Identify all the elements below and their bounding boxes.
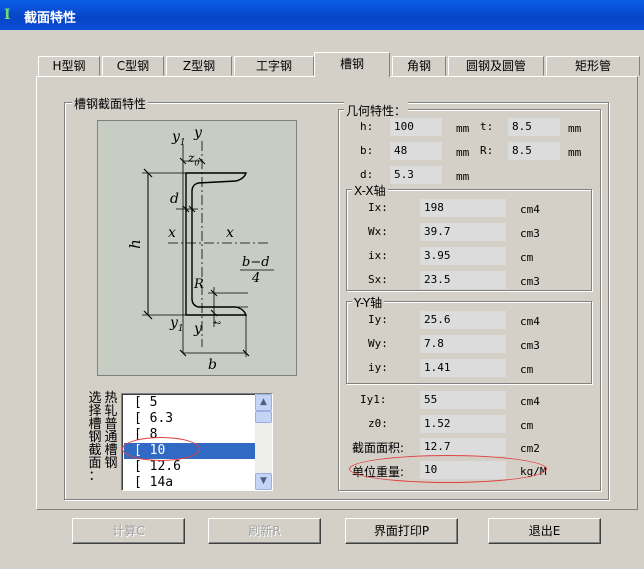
iy-radius-unit: cm — [520, 363, 534, 376]
geometry-groupbox — [338, 109, 601, 491]
iy-radius-label: iy: — [368, 361, 388, 374]
iy-label: Iy: — [368, 313, 388, 326]
app-icon: I — [4, 7, 11, 23]
y1-bottom-label: y1 — [170, 315, 184, 334]
iy1-label: Iy1: — [360, 393, 387, 406]
exit-button[interactable]: 退出E — [488, 518, 601, 544]
list-item[interactable]: [ 5 — [134, 395, 158, 410]
h-param-label: h: — [360, 120, 374, 133]
section-groupbox-title: 槽钢截面特性 — [72, 95, 149, 112]
yy-axis-groupbox — [346, 301, 592, 384]
tab-channel-steel[interactable]: 槽钢 — [314, 52, 390, 77]
b-label: b — [208, 357, 217, 373]
z0-value-field[interactable]: 1.52 — [420, 415, 506, 433]
iy-value-field[interactable]: 25.6 — [420, 311, 506, 329]
y1-top-label: y1 — [172, 129, 186, 148]
t-unit: mm — [568, 122, 582, 135]
wx-value-field[interactable]: 39.7 — [420, 223, 506, 241]
print-button[interactable]: 界面打印P — [345, 518, 458, 544]
tab-i-beam[interactable]: 工字钢 — [234, 56, 314, 76]
scroll-down-icon[interactable]: ▼ — [255, 473, 272, 490]
b-unit: mm — [456, 146, 470, 159]
calculate-button[interactable]: 计算C — [72, 518, 185, 544]
h-unit: mm — [456, 122, 470, 135]
b-value-field[interactable]: 48 — [390, 142, 442, 160]
channel-section-diagram: y1 y z0 d h x x b−d 4 R t y1 y b — [97, 120, 297, 376]
r-unit: mm — [568, 146, 582, 159]
list-item[interactable]: [ 14a — [134, 475, 174, 490]
sx-unit: cm3 — [520, 275, 540, 288]
sx-value-field[interactable]: 23.5 — [420, 271, 506, 289]
refresh-button[interactable]: 刷新R — [208, 518, 321, 544]
ix-radius-label: ix: — [368, 249, 388, 262]
ix-radius-unit: cm — [520, 251, 534, 264]
bd-numerator-label: b−d — [242, 255, 270, 270]
scroll-up-icon[interactable]: ▲ — [255, 394, 272, 411]
yy-axis-title: Y-Y轴 — [352, 294, 385, 311]
h-label: h — [125, 239, 144, 249]
z0-unit: cm — [520, 419, 534, 432]
b-param-label: b: — [360, 144, 374, 157]
geometry-title: 几何特性： — [344, 102, 409, 119]
t-label: t — [212, 320, 224, 325]
ix-label: Ix: — [368, 201, 388, 214]
d-label: d — [170, 191, 179, 207]
section-groupbox — [64, 102, 609, 500]
ix-unit: cm4 — [520, 203, 540, 216]
ix-radius-field[interactable]: 3.95 — [420, 247, 506, 265]
bd-denominator-label: 4 — [252, 271, 261, 286]
xx-axis-title: X-X轴 — [352, 182, 388, 199]
r-value-field[interactable]: 8.5 — [508, 142, 560, 160]
sx-label: Sx: — [368, 273, 388, 286]
channel-section-drawing — [142, 141, 274, 357]
x-left-label: x — [168, 225, 176, 241]
ix-value-field[interactable]: 198 — [420, 199, 506, 217]
t-param-label: t: — [480, 120, 494, 133]
wy-label: Wy: — [368, 337, 388, 350]
z0-label: z0 — [188, 151, 200, 168]
y-bottom-label: y — [194, 321, 202, 337]
title-bar[interactable] — [0, 0, 644, 30]
d-value-field[interactable]: 5.3 — [390, 166, 442, 184]
z0-param-label: z0: — [368, 417, 388, 430]
iy-radius-field[interactable]: 1.41 — [420, 359, 506, 377]
selection-annotation — [122, 437, 200, 461]
wy-value-field[interactable]: 7.8 — [420, 335, 506, 353]
tab-round-steel-pipe[interactable]: 圆钢及圆管 — [448, 56, 544, 76]
selector-label: 选 择 槽 钢 截 面 ： — [88, 391, 102, 484]
list-item[interactable]: [ 12.6 — [134, 459, 181, 474]
iy-unit: cm4 — [520, 315, 540, 328]
list-item[interactable]: [ 6.3 — [134, 411, 174, 426]
scroll-thumb[interactable] — [255, 411, 272, 423]
xx-axis-groupbox — [346, 189, 592, 291]
wy-unit: cm3 — [520, 339, 540, 352]
y-top-label: y — [194, 125, 202, 141]
r-param-label: R: — [480, 144, 494, 157]
area-label: 截面面积: — [352, 441, 405, 455]
tab-angle-steel[interactable]: 角钢 — [392, 56, 446, 76]
x-right-label: x — [226, 225, 234, 241]
weight-annotation — [349, 455, 547, 483]
tab-h-steel[interactable]: H型钢 — [38, 56, 100, 76]
h-value-field[interactable]: 100 — [390, 118, 442, 136]
wx-label: Wx: — [368, 225, 388, 238]
area-value-field[interactable]: 12.7 — [420, 438, 506, 456]
window-title: 截面特性 — [24, 11, 77, 26]
d-param-label: d: — [360, 168, 374, 181]
iy1-unit: cm4 — [520, 395, 540, 408]
wx-unit: cm3 — [520, 227, 540, 240]
tab-rect-tube[interactable]: 矩形管 — [546, 56, 640, 76]
selector-label-2: 热 轧 普 通 槽 钢 — [104, 391, 118, 471]
listbox-scrollbar[interactable]: ▲ ▼ — [255, 394, 272, 490]
d-unit: mm — [456, 170, 470, 183]
t-value-field[interactable]: 8.5 — [508, 118, 560, 136]
tab-c-steel[interactable]: C型钢 — [102, 56, 164, 76]
area-unit: cm2 — [520, 442, 540, 455]
tab-z-steel[interactable]: Z型钢 — [166, 56, 232, 76]
r-label: R — [194, 277, 204, 292]
iy1-value-field[interactable]: 55 — [420, 391, 506, 409]
